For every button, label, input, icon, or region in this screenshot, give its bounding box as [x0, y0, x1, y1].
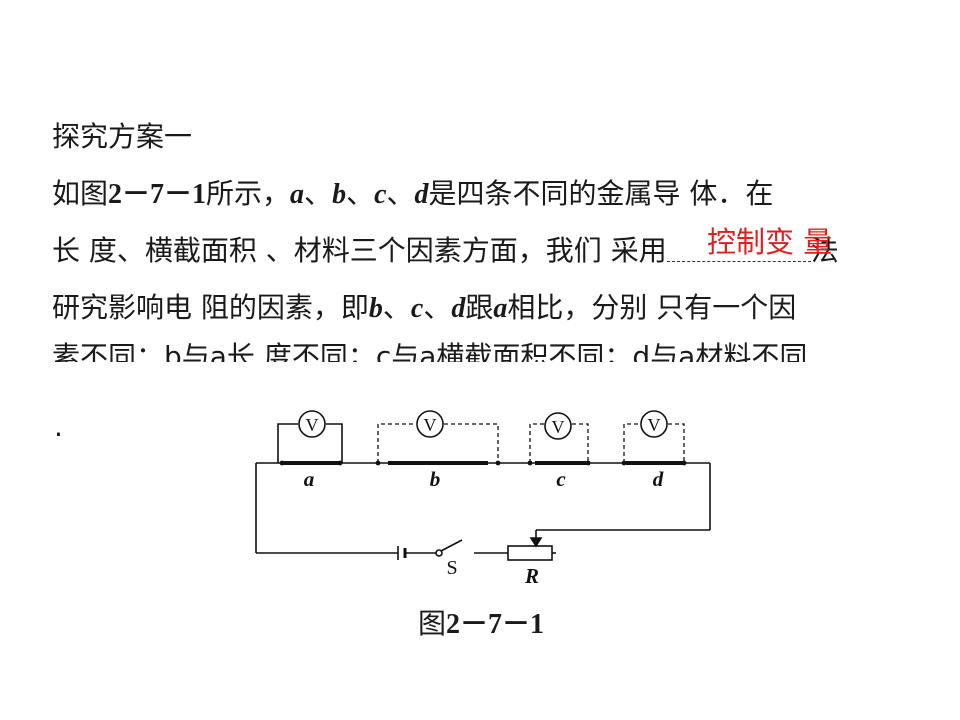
- answer-text: 控制变 量: [707, 225, 833, 259]
- voltmeter-a: [298, 410, 326, 438]
- var-d: d: [451, 293, 466, 324]
- rheostat-body: [507, 545, 553, 561]
- var-a: a: [493, 293, 508, 324]
- text: 研究影响电 阻的因素，即: [52, 291, 369, 324]
- text: 如图: [52, 177, 109, 210]
- var-c: c: [374, 179, 387, 210]
- text: 长 度、横截面积 、材料三个因素方面，我们 采用: [52, 234, 667, 267]
- voltmeter-c-label: V: [552, 417, 565, 437]
- voltmeter-d-lead-right: [668, 423, 685, 463]
- voltmeter-b: [416, 410, 444, 438]
- voltmeter-c: [544, 412, 572, 440]
- voltmeter-b-label: V: [424, 415, 437, 435]
- voltmeter-a-lead-left: [277, 423, 298, 463]
- voltmeter-a-lead-right: [326, 423, 343, 463]
- voltmeter-b-lead-left: [377, 423, 416, 463]
- figure-caption: 图2－7－1: [418, 607, 544, 642]
- text: 、: [346, 177, 375, 210]
- slider-arrow: [529, 537, 543, 548]
- switch-label: S: [446, 557, 457, 579]
- text: 、: [382, 291, 411, 324]
- var-c: c: [410, 293, 424, 324]
- text: 、: [386, 177, 415, 210]
- rheostat-label: R: [524, 564, 539, 588]
- text: 相比，分别 只有一个因: [507, 291, 797, 324]
- voltmeter-a-label: V: [306, 415, 319, 435]
- var-b: b: [368, 293, 383, 324]
- text: 法: [810, 234, 839, 267]
- var-d: d: [414, 179, 429, 210]
- var-a: a: [290, 179, 305, 210]
- voltmeter-c-lead-left: [529, 423, 544, 463]
- text: 、: [304, 177, 333, 210]
- text: 、: [423, 291, 452, 324]
- resistor-a-label: a: [304, 467, 315, 491]
- paragraph-line-1: 如图2－7－1所示，a、b、c、d是四条不同的金属导 体．在: [52, 177, 773, 212]
- caption-text: 图: [418, 607, 447, 640]
- paragraph-line-2: 长 度、横截面积 、材料三个因素方面，我们 采用 法: [52, 234, 839, 268]
- text: 是四条不同的金属导 体．在: [428, 177, 774, 210]
- clipped-text: 素不同：b与a长 度不同；c与a横截面积不同；d与a材料不同: [52, 340, 808, 362]
- voltmeter-d-lead-left: [623, 423, 640, 463]
- voltmeter-c-lead-right: [572, 423, 589, 463]
- voltmeter-d-label: V: [648, 415, 661, 435]
- paragraph-line-3: 研究影响电 阻的因素，即b、c、d跟a相比，分别 只有一个因: [52, 291, 796, 326]
- resistor-b-label: b: [430, 467, 441, 491]
- text: 跟: [465, 291, 494, 324]
- switch-lever: [440, 539, 463, 552]
- switch-pivot: [435, 549, 443, 557]
- voltmeter-d: [640, 410, 668, 438]
- clipped-text-line: 素不同：b与a长 度不同；c与a横截面积不同；d与a材料不同: [52, 340, 912, 362]
- resistor-c-label: c: [556, 467, 566, 491]
- answer-blank[interactable]: [666, 235, 811, 262]
- voltmeter-b-lead-right: [444, 423, 499, 463]
- resistor-d-label: d: [653, 467, 664, 491]
- heading: 探究方案一: [52, 120, 193, 153]
- caption-number: 2－7－1: [446, 609, 545, 640]
- figure-ref: 2－7－1: [108, 179, 207, 210]
- period: .: [54, 410, 63, 443]
- text: 所示，: [206, 177, 291, 210]
- var-b: b: [332, 179, 347, 210]
